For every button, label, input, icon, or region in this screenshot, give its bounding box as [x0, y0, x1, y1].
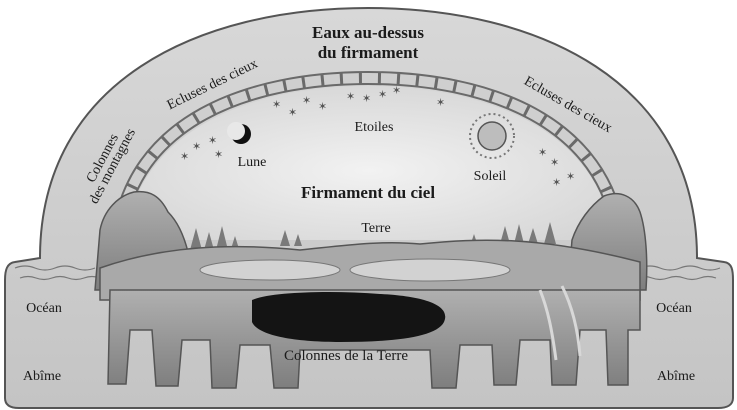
svg-text:✶: ✶ [288, 106, 297, 119]
label-ocean-left: Océan [26, 301, 62, 316]
svg-text:✶: ✶ [346, 90, 355, 103]
svg-text:✶: ✶ [302, 94, 311, 107]
label-eaux-line1: Eaux au-dessus [312, 23, 424, 42]
svg-text:✶: ✶ [392, 84, 401, 97]
lake-right [350, 259, 510, 281]
svg-text:✶: ✶ [362, 92, 371, 105]
label-abime-left: Abîme [23, 369, 61, 384]
cavern [252, 292, 445, 342]
lake-left [200, 260, 340, 280]
svg-text:✶: ✶ [550, 156, 559, 169]
label-lune: Lune [238, 155, 267, 170]
svg-text:✶: ✶ [566, 170, 575, 183]
label-soleil: Soleil [474, 169, 507, 184]
svg-text:✶: ✶ [272, 98, 281, 111]
label-terre: Terre [361, 221, 390, 236]
svg-text:✶: ✶ [378, 88, 387, 101]
label-ocean-right: Océan [656, 301, 692, 316]
svg-text:✶: ✶ [318, 100, 327, 113]
svg-text:✶: ✶ [192, 140, 201, 153]
svg-text:✶: ✶ [180, 150, 189, 163]
svg-text:✶: ✶ [538, 146, 547, 159]
svg-text:✶: ✶ [552, 176, 561, 189]
label-abime-right: Abîme [657, 369, 695, 384]
svg-text:✶: ✶ [214, 148, 223, 161]
label-colonnes-terre: Colonnes de la Terre [284, 348, 408, 364]
label-eaux-line2: du firmament [318, 43, 419, 62]
svg-text:✶: ✶ [436, 96, 445, 109]
label-firmament: Firmament du ciel [301, 183, 435, 202]
label-etoiles: Etoiles [355, 120, 394, 135]
svg-text:✶: ✶ [208, 134, 217, 147]
